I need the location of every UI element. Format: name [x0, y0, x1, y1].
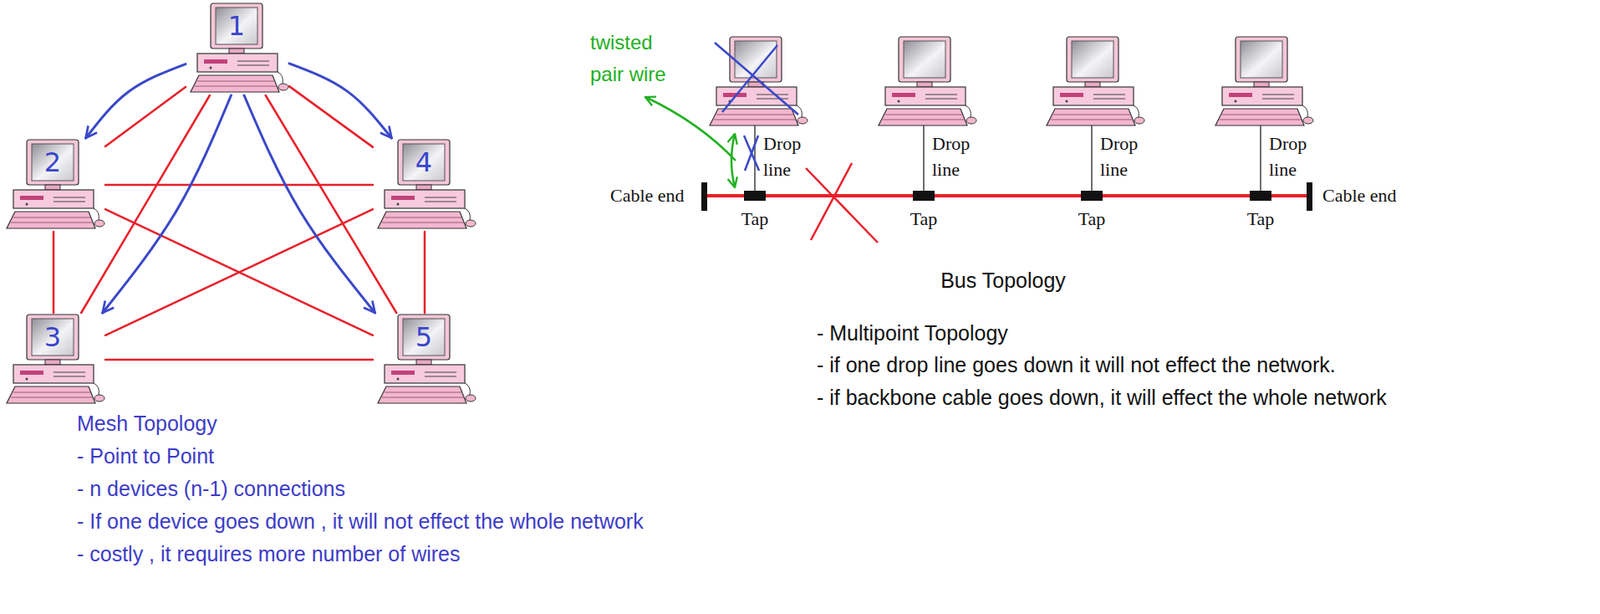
computer-icon	[190, 3, 289, 92]
computer-number: 5	[397, 317, 450, 357]
drop-line	[1090, 125, 1092, 191]
computer-number: 1	[210, 6, 263, 46]
text-label: Tap	[898, 208, 949, 230]
mesh-link	[423, 231, 427, 313]
text-label: - Multipoint Topology	[816, 320, 1009, 346]
computer-node: 5	[372, 312, 477, 407]
cable-end-terminator	[701, 182, 708, 211]
text-label: - costly , it requires more number of wi…	[76, 540, 460, 566]
computer-icon	[377, 314, 476, 403]
text-label: - n devices (n-1) connections	[76, 475, 346, 501]
cross-mark	[714, 42, 799, 115]
computer-node: 2	[1, 137, 106, 232]
cross-mark	[722, 45, 778, 113]
text-label: Mesh Topology	[76, 410, 218, 436]
text-label: Bus Topology	[919, 267, 1087, 293]
mesh-link	[105, 358, 373, 362]
tap	[743, 190, 766, 201]
computer-icon	[878, 36, 977, 126]
cross-mark	[743, 135, 760, 171]
text-label: - if one drop line goes down it will not…	[816, 351, 1336, 378]
computer-icon	[377, 139, 476, 229]
data-flow-arrow	[244, 95, 376, 313]
cross-mark	[744, 135, 759, 171]
text-label: Drop line	[932, 130, 983, 183]
computer-node: 4	[372, 137, 477, 232]
mesh-link	[105, 183, 373, 187]
cross-mark	[810, 163, 852, 240]
text-label: - if backbone cable goes down, it will e…	[816, 384, 1387, 410]
pointer-arrow	[645, 96, 736, 161]
drop-line	[922, 125, 924, 191]
cable-end-terminator	[1306, 182, 1313, 211]
text-label: twisted pair wire	[590, 26, 686, 91]
tap	[1080, 190, 1103, 201]
data-flow-arrow	[102, 95, 232, 313]
text-label: Tap	[1235, 208, 1286, 230]
mesh-link	[81, 95, 210, 313]
mesh-link	[289, 86, 373, 148]
text-label: - If one device goes down , it will not …	[76, 508, 644, 534]
tap	[912, 190, 935, 201]
computer-icon	[1046, 36, 1145, 126]
computer-number: 3	[26, 317, 79, 357]
tap	[1249, 190, 1272, 201]
computer-icon	[6, 139, 105, 229]
mesh-link	[105, 208, 373, 336]
double-arrow	[731, 133, 735, 188]
computer-icon	[709, 36, 808, 126]
mesh-link	[105, 86, 186, 147]
text-label: Drop line	[763, 130, 814, 183]
computer-icon	[6, 314, 105, 403]
computer-icon	[1215, 36, 1314, 126]
mesh-link	[52, 231, 56, 313]
computer-node: 3	[1, 312, 106, 407]
computer-node: 1	[185, 1, 290, 96]
data-flow-arrow	[86, 64, 186, 138]
backbone-cable	[704, 193, 1310, 198]
text-label: - Point to Point	[76, 443, 215, 469]
mesh-link	[265, 95, 398, 313]
data-flow-arrow	[289, 63, 392, 138]
text-label: Drop line	[1100, 130, 1151, 183]
mesh-link	[105, 208, 373, 336]
computer-number: 4	[397, 142, 450, 182]
text-label: Cable end	[1322, 183, 1397, 208]
computer-number: 2	[26, 142, 79, 182]
text-label: Tap	[1066, 208, 1117, 230]
drop-line	[1259, 125, 1261, 191]
text-label: Cable end	[610, 183, 685, 208]
text-label: Drop line	[1268, 130, 1320, 183]
text-label: Tap	[729, 208, 780, 230]
